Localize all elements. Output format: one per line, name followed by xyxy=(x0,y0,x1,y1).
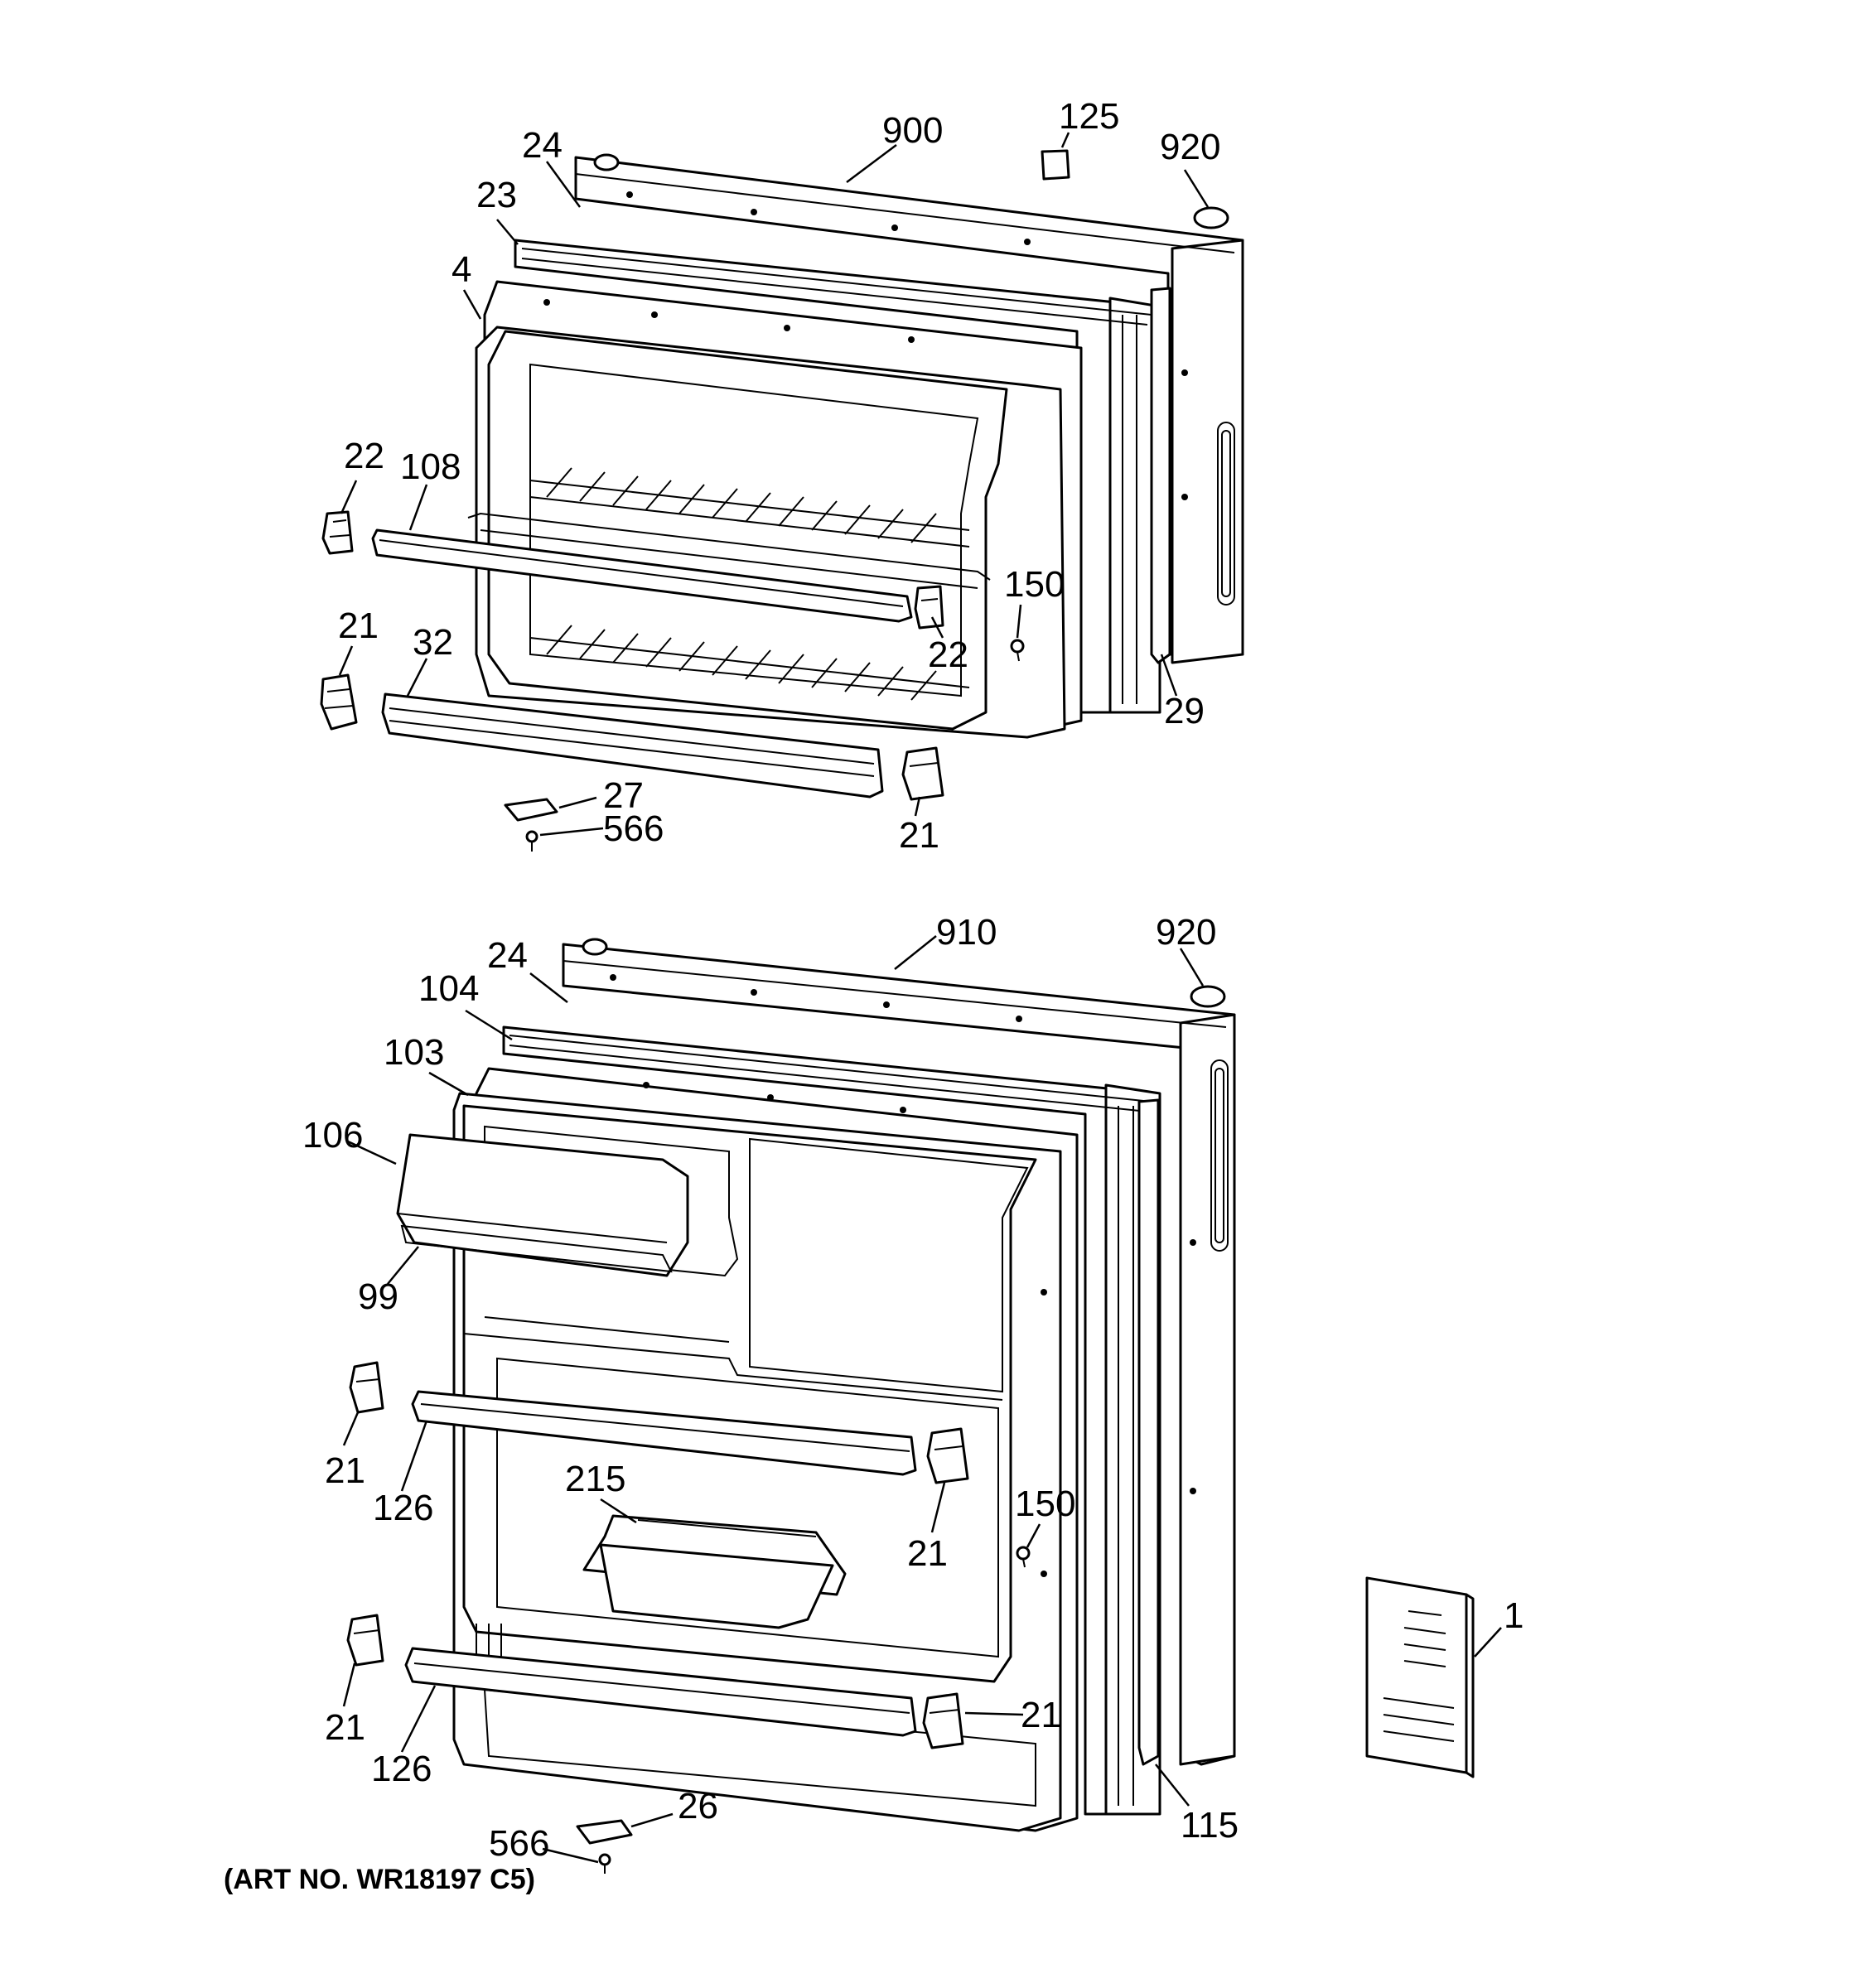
freezer-labels: 900 125 920 24 23 4 22 108 21 32 150 22 … xyxy=(338,96,1220,856)
freezer-breaker-strip xyxy=(1150,287,1171,664)
freezer-hinge-screw xyxy=(525,830,538,852)
label-920-b: 920 xyxy=(1156,912,1216,953)
label-4: 4 xyxy=(452,249,471,290)
freezer-plug xyxy=(1193,206,1229,229)
label-21-b-lr: 21 xyxy=(1021,1695,1061,1735)
label-21-right: 21 xyxy=(899,815,939,856)
fresh-food-rail-end-upper-left xyxy=(349,1361,384,1414)
label-22-left: 22 xyxy=(344,436,384,476)
label-27: 27 xyxy=(603,775,644,816)
label-566: 566 xyxy=(603,808,664,849)
label-1: 1 xyxy=(1504,1595,1524,1636)
art-number: (ART NO. WR18197 C5) xyxy=(224,1864,535,1895)
freezer-nameplate xyxy=(1041,149,1070,181)
label-23: 23 xyxy=(476,175,517,215)
label-920: 920 xyxy=(1160,127,1220,167)
label-900: 900 xyxy=(882,110,943,151)
freezer-rail-end-lower-right xyxy=(901,746,944,801)
freezer-leader-lines xyxy=(338,132,1210,837)
fresh-food-rail-end-upper-right xyxy=(926,1427,969,1484)
freezer-door-assembly: 900 125 920 24 23 4 22 108 21 32 150 22 … xyxy=(320,96,1244,856)
fresh-food-rail-end-lower-right xyxy=(922,1692,964,1749)
label-26: 26 xyxy=(678,1786,718,1826)
fresh-food-hinge-plate xyxy=(576,1819,633,1845)
label-99: 99 xyxy=(358,1276,398,1317)
label-566-b: 566 xyxy=(489,1823,549,1864)
fresh-food-plug xyxy=(1190,985,1226,1008)
fresh-food-hinge-screw xyxy=(598,1853,611,1874)
dairy-compartment-door xyxy=(396,1133,689,1277)
fresh-food-shelf-rail-lower xyxy=(404,1647,917,1737)
fresh-food-rail-end-lower-left xyxy=(346,1614,384,1667)
label-32: 32 xyxy=(413,622,453,663)
owners-manual xyxy=(1365,1576,1475,1778)
fresh-food-labels: 910 920 24 104 103 106 99 21 126 215 21 … xyxy=(302,912,1524,1864)
fresh-food-screw xyxy=(1016,1546,1031,1568)
label-21-left: 21 xyxy=(338,606,379,646)
fresh-food-breaker-strip xyxy=(1137,1098,1160,1766)
freezer-shelf-rail-upper xyxy=(371,528,913,623)
fresh-food-door-assembly: 910 920 24 104 103 106 99 21 126 215 21 … xyxy=(302,912,1524,1874)
label-22-right: 22 xyxy=(928,635,968,675)
egg-tray xyxy=(582,1514,847,1629)
label-103: 103 xyxy=(384,1032,444,1073)
fresh-food-leader-lines xyxy=(342,935,1502,1864)
label-24-b: 24 xyxy=(487,935,528,976)
freezer-liner xyxy=(467,280,1083,739)
label-21-b-ur: 21 xyxy=(907,1533,948,1574)
label-29: 29 xyxy=(1164,691,1205,731)
label-108: 108 xyxy=(400,446,461,487)
freezer-shelf-rail-lower xyxy=(381,692,884,799)
label-126-lower: 126 xyxy=(371,1749,432,1789)
label-106: 106 xyxy=(302,1115,363,1156)
label-104: 104 xyxy=(418,968,479,1009)
freezer-rail-end-upper-right xyxy=(914,585,944,630)
label-126-upper: 126 xyxy=(373,1488,433,1528)
label-150-b: 150 xyxy=(1015,1484,1075,1524)
label-21-b-ll: 21 xyxy=(325,1707,365,1748)
label-150: 150 xyxy=(1004,564,1065,605)
label-125: 125 xyxy=(1059,96,1119,137)
freezer-hinge-plate xyxy=(504,798,558,822)
label-910: 910 xyxy=(936,912,997,953)
label-115: 115 xyxy=(1181,1805,1239,1846)
freezer-rail-end-lower-left xyxy=(320,673,358,731)
fresh-food-door-panel xyxy=(562,938,1236,1766)
label-215: 215 xyxy=(565,1459,625,1499)
freezer-screw xyxy=(1010,639,1025,662)
fresh-food-shelf-rail-upper xyxy=(411,1390,917,1476)
freezer-rail-end-upper-left xyxy=(321,510,354,555)
label-21-b-ul: 21 xyxy=(325,1450,365,1491)
label-24: 24 xyxy=(522,125,563,166)
